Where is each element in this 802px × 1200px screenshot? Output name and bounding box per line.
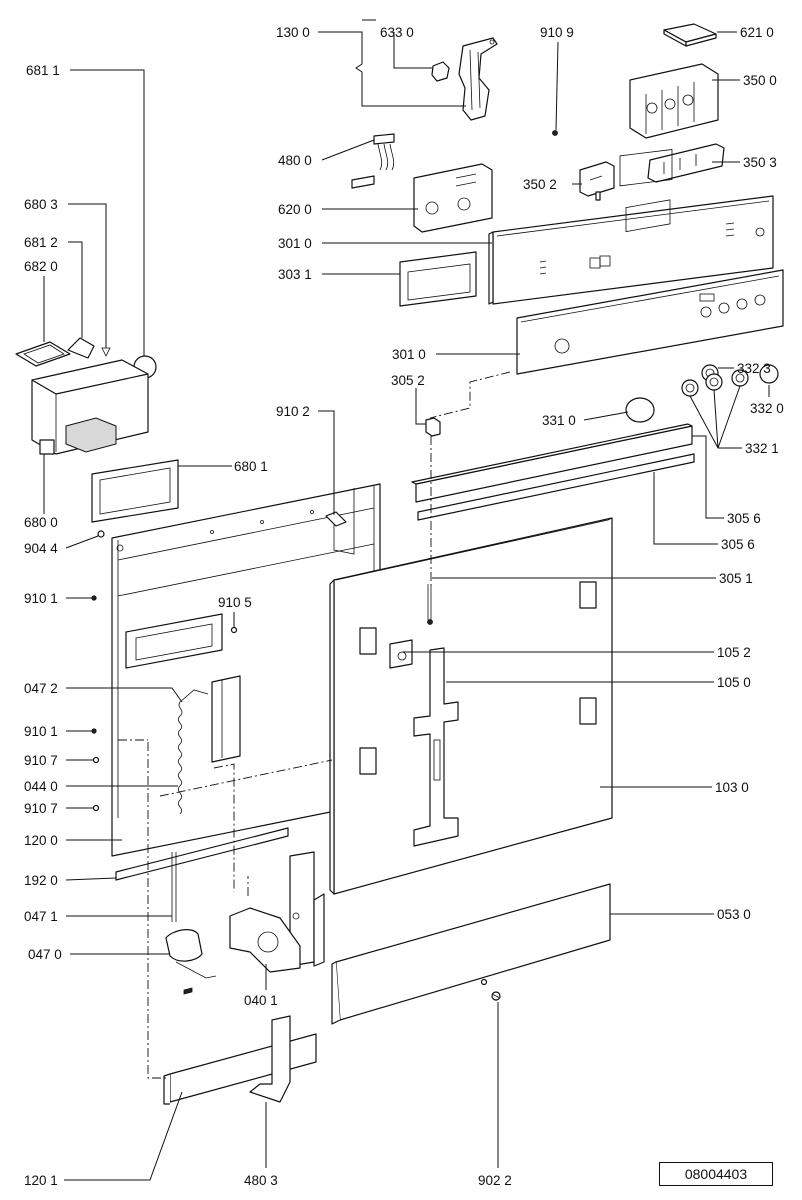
label-047-2: 047 2 <box>24 681 58 696</box>
part-331-0-button <box>625 397 655 423</box>
part-480-3-bracket <box>249 1015 291 1103</box>
part-labels: 130 0 633 0 910 9 621 0 681 1 350 0 480 … <box>24 25 784 1188</box>
part-633-0-clip <box>431 61 450 82</box>
part-332-1-knobs <box>681 369 749 397</box>
label-332-0: 332 0 <box>750 401 784 416</box>
label-904-4: 904 4 <box>24 541 58 556</box>
label-305-1: 305 1 <box>719 571 753 586</box>
part-053-0-kickplate <box>331 883 611 1025</box>
part-044-0-spring <box>177 689 209 815</box>
part-910-2-hook <box>325 511 347 527</box>
part-305-6-lower-rail <box>417 453 695 521</box>
label-680-1: 680 1 <box>234 459 268 474</box>
part-910-5-screw <box>230 626 238 634</box>
label-192-0: 192 0 <box>24 873 58 888</box>
label-681-1: 681 1 <box>26 63 60 78</box>
part-910-9-screw <box>552 130 558 136</box>
label-105-0: 105 0 <box>717 675 751 690</box>
label-621-0: 621 0 <box>740 25 774 40</box>
part-904-4-screw <box>97 530 105 538</box>
label-130-0: 130 0 <box>276 25 310 40</box>
part-681-2-lid <box>67 337 95 359</box>
label-301-0-lower: 301 0 <box>392 347 426 362</box>
part-910-7-screw-a <box>92 756 100 764</box>
label-910-2: 910 2 <box>276 404 310 419</box>
label-681-2: 681 2 <box>24 235 58 250</box>
part-332-0-cap <box>759 364 779 384</box>
part-040-1-hinge <box>229 851 325 973</box>
part-910-7-screw-b <box>92 804 100 812</box>
label-047-0: 047 0 <box>28 947 62 962</box>
label-480-3: 480 3 <box>244 1173 278 1188</box>
leader-lines <box>43 19 770 1181</box>
part-047-0-pulley <box>165 929 217 995</box>
label-480-0: 480 0 <box>278 153 312 168</box>
label-910-5: 910 5 <box>218 595 252 610</box>
label-350-2: 350 2 <box>523 177 557 192</box>
label-682-0: 682 0 <box>24 259 58 274</box>
label-053-0: 053 0 <box>717 907 751 922</box>
label-910-9: 910 9 <box>540 25 574 40</box>
label-680-3: 680 3 <box>24 197 58 212</box>
part-350-2-switch <box>579 161 615 201</box>
label-332-1: 332 1 <box>745 441 779 456</box>
label-305-6-lower: 305 6 <box>721 537 755 552</box>
label-902-2: 902 2 <box>478 1173 512 1188</box>
part-680-1-gasket <box>91 459 179 523</box>
label-910-1-upper: 910 1 <box>24 591 58 606</box>
part-192-0-strip <box>115 827 289 881</box>
label-305-2: 305 2 <box>391 373 425 388</box>
label-350-3: 350 3 <box>743 155 777 170</box>
part-305-6-upper-rail <box>411 423 693 503</box>
label-303-1: 303 1 <box>278 267 312 282</box>
part-480-0-harness <box>351 133 395 189</box>
label-047-1: 047 1 <box>24 909 58 924</box>
label-044-0: 044 0 <box>24 779 58 794</box>
part-120-1-channel <box>163 1033 317 1105</box>
part-dispenser-recess <box>125 613 223 669</box>
part-130-0-latch <box>458 37 498 121</box>
label-120-1: 120 1 <box>24 1173 58 1188</box>
label-305-6-upper: 305 6 <box>727 511 761 526</box>
label-332-3: 332 3 <box>737 361 771 376</box>
label-910-1-lower: 910 1 <box>24 724 58 739</box>
part-303-1-handle <box>399 251 477 307</box>
part-910-1-screw-a <box>91 595 97 601</box>
part-620-0-board <box>413 163 493 233</box>
part-902-2-fastener <box>491 991 501 1001</box>
label-620-0: 620 0 <box>278 202 312 217</box>
label-120-0: 120 0 <box>24 833 58 848</box>
label-350-0: 350 0 <box>743 73 777 88</box>
part-910-1-screw-b <box>91 728 97 734</box>
part-305-1-rod <box>427 584 433 625</box>
label-680-0: 680 0 <box>24 515 58 530</box>
label-331-0: 331 0 <box>542 413 576 428</box>
part-682-0-gasket <box>15 341 71 367</box>
document-code: 08004403 <box>659 1162 773 1186</box>
part-621-0-module <box>663 23 717 47</box>
part-105-2-clip <box>389 639 413 669</box>
part-350-0-board <box>629 63 719 139</box>
label-910-7-upper: 910 7 <box>24 753 58 768</box>
part-047-1-cable <box>171 852 177 922</box>
part-350-3-bracket <box>647 143 725 183</box>
part-inner-bracket <box>211 675 241 763</box>
part-301-0-fascia <box>516 199 784 375</box>
label-103-0: 103 0 <box>715 780 749 795</box>
label-633-0: 633 0 <box>380 25 414 40</box>
part-301-0-control-panel-rear <box>488 149 774 305</box>
label-105-2: 105 2 <box>717 645 751 660</box>
label-301-0-upper: 301 0 <box>278 236 312 251</box>
part-103-0-outer-door <box>329 517 613 895</box>
assembly-lines <box>118 371 511 1079</box>
part-680-3-spring <box>101 347 111 357</box>
part-105-0-reinforcement <box>413 647 459 847</box>
label-040-1: 040 1 <box>244 993 278 1008</box>
part-305-2-clip <box>425 417 441 437</box>
label-910-7-lower: 910 7 <box>24 801 58 816</box>
part-680-0-dispenser <box>31 359 149 455</box>
